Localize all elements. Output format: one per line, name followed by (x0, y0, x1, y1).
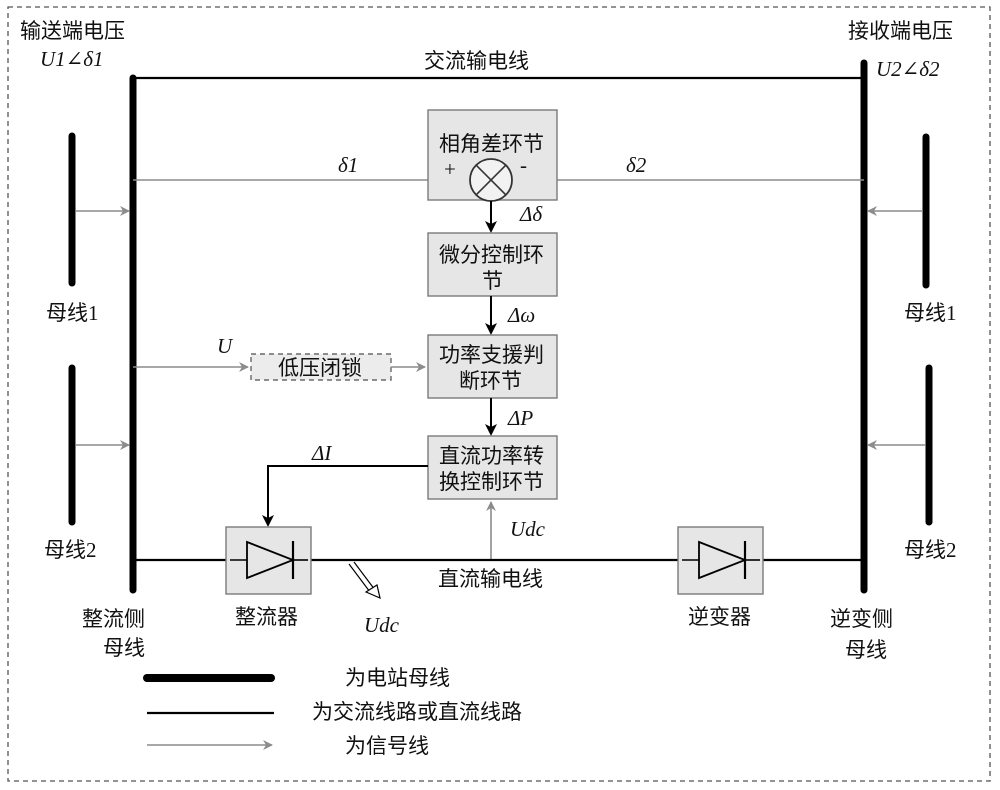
udc-hollow-arrow-icon (348, 561, 381, 600)
rectifier-diode-icon (230, 540, 308, 580)
rectifier-bus-label-2: 母线 (103, 636, 145, 660)
send-voltage-symbol: U1∠δ1 (40, 47, 104, 71)
summing-junction-cross-b (475, 164, 507, 196)
power-support-label-2: 断环节 (459, 369, 522, 393)
right-bus-2-label: 母线2 (904, 538, 957, 562)
delta-delta-label: Δδ (519, 202, 543, 226)
inverter-label: 逆变器 (688, 605, 751, 629)
power-support-block (427, 334, 558, 399)
u-label: U (217, 334, 234, 358)
differential-control-block (427, 232, 558, 297)
differential-control-label-2: 节 (482, 269, 503, 293)
dc-power-conversion-block (427, 435, 558, 500)
left-bus-1-label: 母线1 (46, 301, 99, 325)
legend-line-label: 为交流线路或直流线路 (312, 700, 522, 724)
dc-power-conversion-label-1: 直流功率转 (439, 444, 544, 468)
inverter-bus-label-1: 逆变侧 (830, 607, 893, 631)
low-voltage-lock-label: 低压闭锁 (278, 356, 362, 380)
rectifier-bus-label-1: 整流侧 (82, 607, 145, 631)
legend-station-bus-label: 为电站母线 (345, 666, 450, 690)
right-bus-1-label: 母线1 (904, 301, 957, 325)
outer-frame (7, 6, 991, 782)
inverter-diode-icon (682, 540, 760, 580)
low-voltage-lock-block (250, 353, 392, 381)
delta-i-path (262, 465, 428, 527)
delta-i-label: ΔI (311, 441, 332, 465)
udc-feedback-label: Udc (510, 517, 546, 541)
udc-lower-label: Udc (364, 613, 400, 637)
recv-voltage-label: 接收端电压 (848, 19, 953, 43)
dc-power-conversion-label-2: 换控制环节 (439, 470, 544, 494)
left-bus-2-label: 母线2 (44, 538, 97, 562)
rectifier-label: 整流器 (235, 605, 298, 629)
dc-line-label: 直流输电线 (438, 567, 543, 591)
legend-signal-label: 为信号线 (345, 734, 429, 758)
ac-line-label: 交流输电线 (424, 49, 529, 73)
phase-difference-label: 相角差环节 (439, 132, 544, 156)
delta1-label: δ1 (338, 153, 358, 177)
send-voltage-label: 输送端电压 (20, 19, 125, 43)
summing-plus: + (444, 157, 456, 181)
inverter-bus-label-2: 母线 (845, 638, 887, 662)
differential-control-label-1: 微分控制环 (439, 243, 544, 267)
recv-voltage-symbol: U2∠δ2 (876, 57, 940, 81)
delta-p-label: ΔP (507, 406, 533, 430)
power-support-label-1: 功率支援判 (439, 343, 544, 367)
summing-minus: - (520, 153, 527, 177)
delta-omega-label: Δω (507, 303, 535, 327)
delta2-label: δ2 (626, 153, 647, 177)
